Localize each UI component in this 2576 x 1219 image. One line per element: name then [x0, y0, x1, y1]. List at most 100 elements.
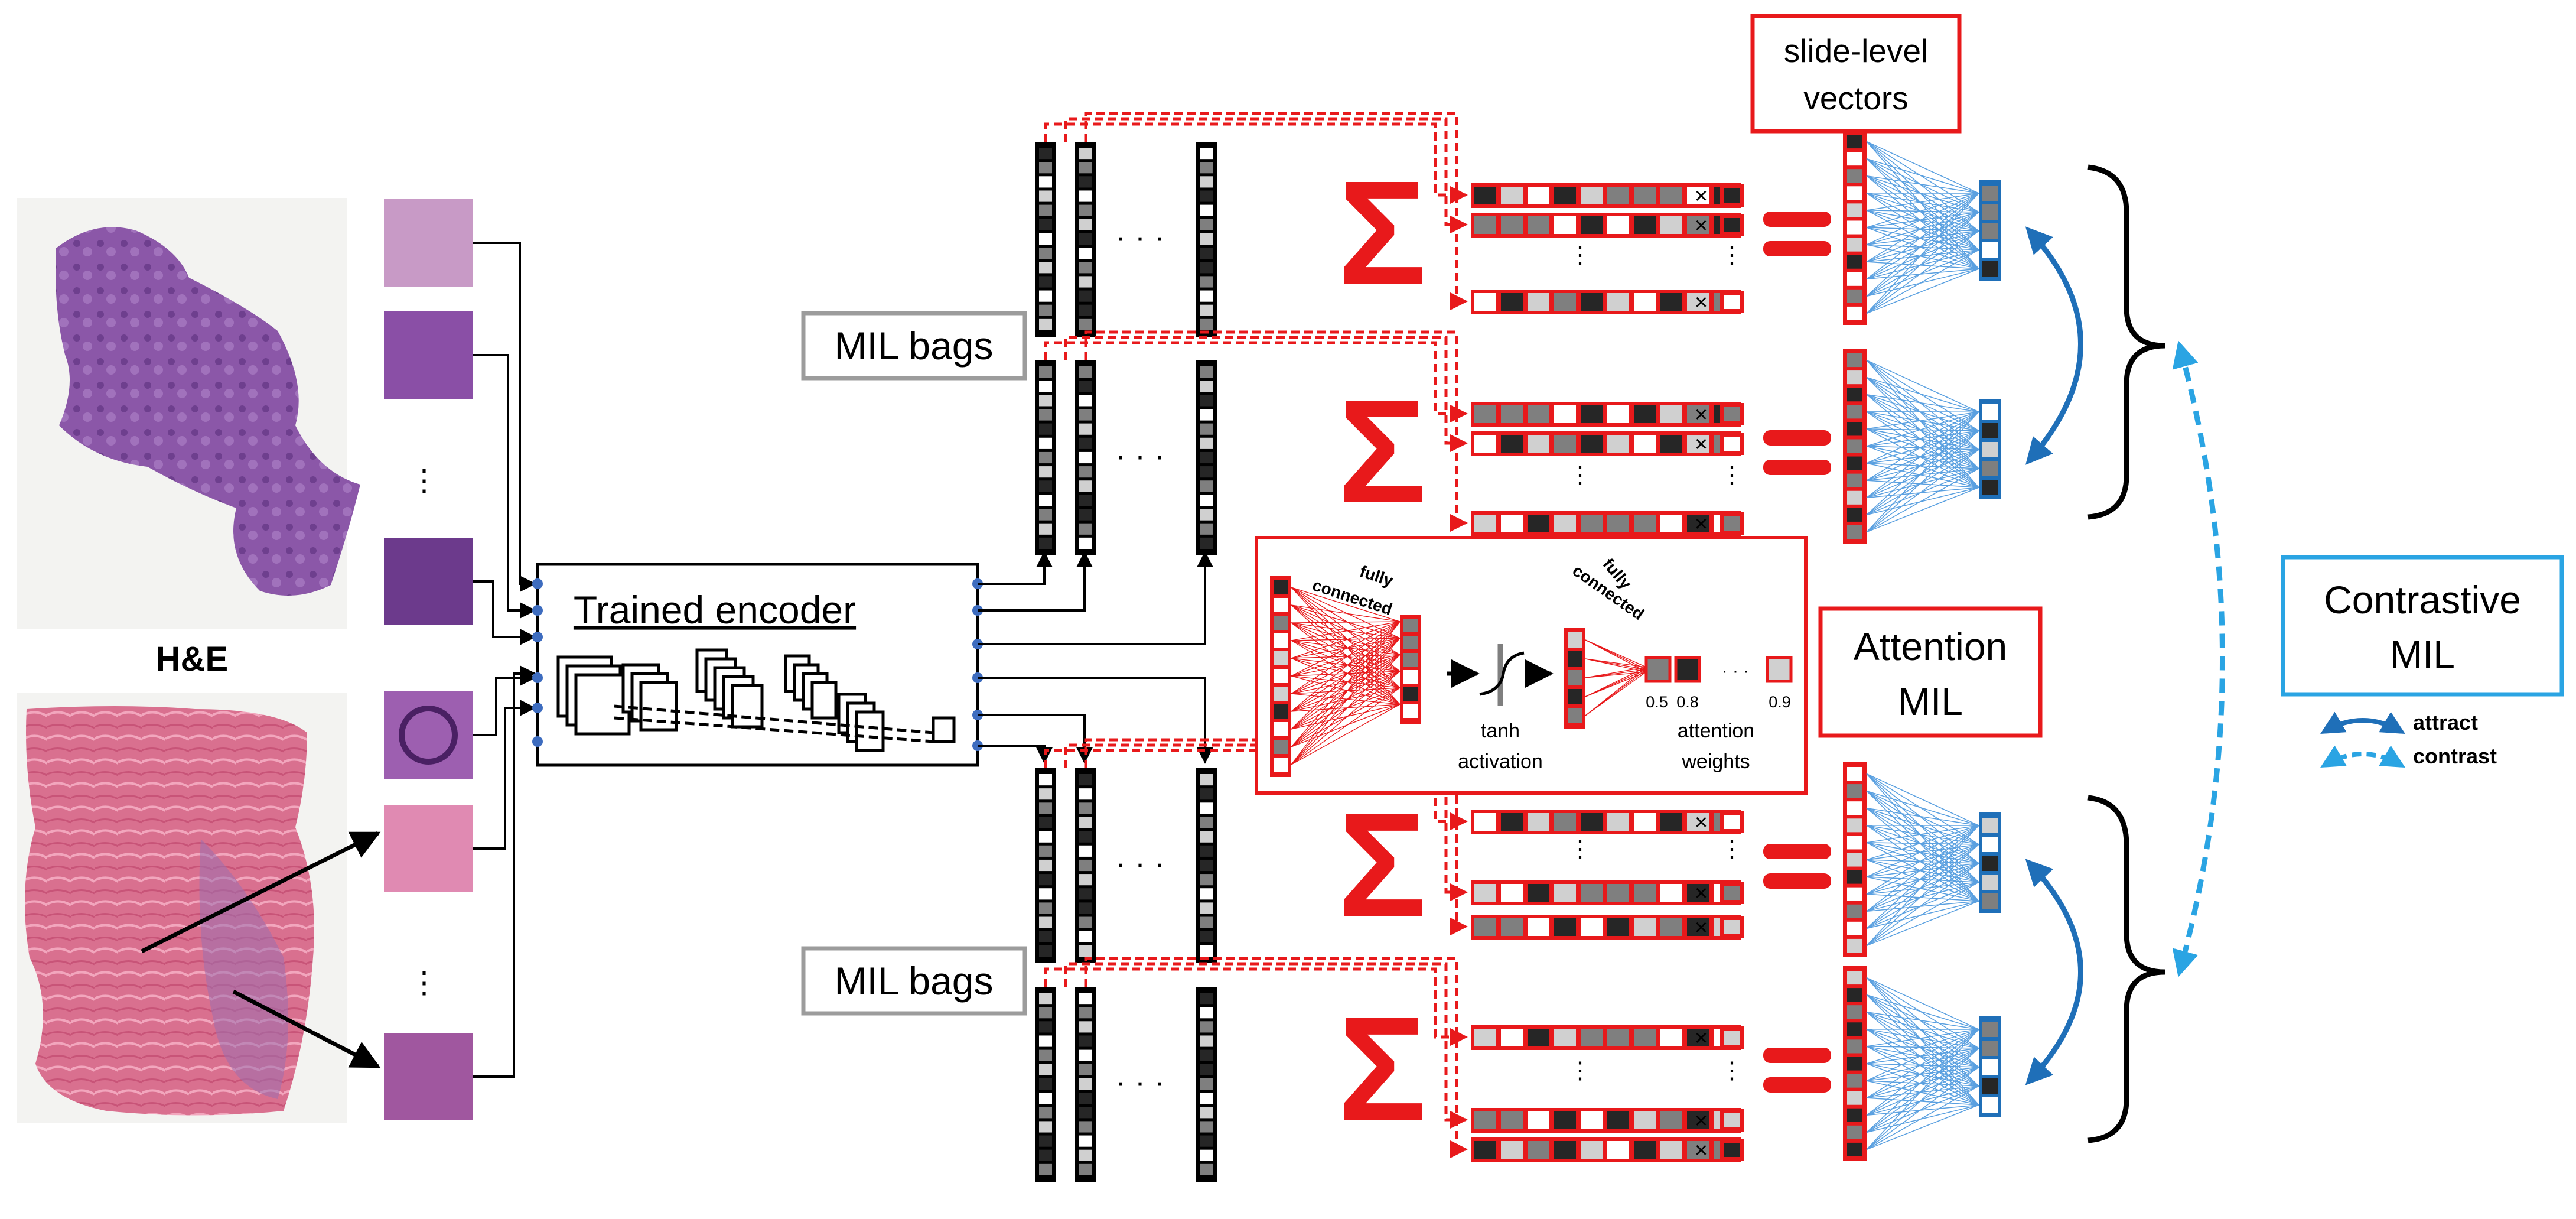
weighted-feature-row: ×: [1471, 1137, 1744, 1163]
feature-vector-column: [1196, 360, 1217, 555]
group-brace-bottom: [2087, 795, 2165, 1143]
sigma-icon: Σ: [1338, 986, 1427, 1151]
attention-mil-text-2: MIL: [1898, 680, 1963, 723]
legend: attract contrast: [2320, 710, 2497, 768]
encoder-label: Trained encoder: [574, 588, 856, 632]
row-ellipsis: ⋮: [1568, 1058, 1592, 1084]
mil-bag-columns: · · ·· · ·· · ·· · ·: [1035, 142, 1217, 1182]
he-slide-image-1: [17, 198, 360, 629]
multiply-sign: ×: [1695, 184, 1708, 209]
weighted-feature-row: ×: [1471, 915, 1744, 940]
he-label: H&E: [156, 640, 228, 678]
attention-mil-label: Attention MIL: [1818, 606, 2043, 738]
w-value-3: 0.9: [1769, 693, 1791, 711]
sigma-icon: Σ: [1338, 369, 1427, 534]
attn-weight-2: [1674, 656, 1701, 683]
inset-hidden-vector-2: [1564, 628, 1585, 729]
projection-head-network: [1866, 141, 1979, 314]
he-slide-image-2: [17, 693, 347, 1123]
multiply-sign: ×: [1695, 402, 1708, 427]
tile: [384, 1033, 473, 1120]
feature-vector-column: [1035, 987, 1056, 1182]
attn-label-1: attention: [1678, 720, 1754, 742]
sigma-icon: Σ: [1338, 150, 1427, 315]
tiles-ellipsis-2: ⋮: [409, 966, 439, 999]
multiply-sign: ×: [1695, 213, 1708, 238]
row-ellipsis: ⋮: [1568, 836, 1592, 862]
multiply-sign: ×: [1695, 881, 1708, 906]
feature-vector-column: [1075, 987, 1096, 1182]
multiply-sign: ×: [1695, 810, 1708, 835]
tiles-ellipsis-1: ⋮: [409, 464, 439, 497]
tile: [384, 311, 473, 399]
mil-bags-label-top: MIL bags: [801, 311, 1027, 381]
attn-weight-3: [1766, 656, 1793, 683]
row-ellipsis: ⋮: [1720, 242, 1744, 268]
tanh-activation-icon: [1447, 644, 1554, 706]
projected-vector: [1979, 1016, 2001, 1117]
weighted-feature-row: ×: [1471, 183, 1744, 209]
contrast-arrow-icon: [2320, 745, 2405, 768]
slide-level-vectors-label: slide-level vectors: [1750, 14, 1962, 134]
tile: [384, 805, 473, 892]
attention-mil-text-1: Attention: [1854, 625, 2008, 668]
feature-vector-column: [1035, 360, 1056, 555]
weighted-feature-row: ×: [1471, 880, 1744, 906]
feature-vector-column: [1075, 360, 1096, 555]
weighted-feature-row: ×: [1471, 1025, 1744, 1051]
multiply-sign: ×: [1695, 1109, 1708, 1133]
multiply-sign: ×: [1695, 1026, 1708, 1051]
multiply-sign: ×: [1695, 432, 1708, 457]
attn-label-2: weights: [1681, 750, 1750, 773]
attract-arc-bottom: [2025, 859, 2083, 1085]
attract-arrow-icon: [2320, 711, 2405, 734]
weighted-feature-row: ×: [1471, 511, 1744, 537]
projected-vector: [1979, 812, 2001, 913]
feature-vector-column: [1075, 768, 1096, 963]
bag-ellipsis: · · ·: [1115, 846, 1165, 881]
equals-sign: [1763, 873, 1831, 889]
row-ellipsis: ⋮: [1720, 463, 1744, 489]
tile: [384, 691, 473, 779]
multiply-sign: ×: [1695, 1138, 1708, 1163]
mil-bags-text-top: MIL bags: [834, 324, 993, 368]
encoder-bag-connectors: [978, 551, 1213, 764]
w-value-2: 0.8: [1676, 693, 1699, 711]
contrast-arc: [2172, 340, 2225, 977]
bag-ellipsis: · · ·: [1115, 219, 1165, 255]
weighted-feature-row: ×: [1471, 431, 1744, 457]
slide-level-vector: [1843, 966, 1867, 1161]
slide-level-vector: [1843, 130, 1867, 325]
inset-input-vector: [1270, 576, 1291, 777]
mil-bags-text-bottom: MIL bags: [834, 959, 993, 1003]
bag-ellipsis: · · ·: [1115, 1064, 1165, 1100]
group-brace-top: [2087, 164, 2165, 520]
weighted-feature-row: ×: [1471, 290, 1744, 315]
projection-head-network: [1866, 359, 1979, 533]
equals-sign: [1763, 212, 1831, 227]
projection-head-network: [1866, 773, 1979, 947]
legend-contrast: contrast: [2413, 744, 2497, 768]
equals-sign: [1763, 460, 1831, 475]
projected-vector: [1979, 399, 2001, 499]
row-ellipsis: ⋮: [1568, 242, 1592, 268]
attn-weight-1: [1644, 656, 1672, 683]
attention-mil-inset: fully connected fully connected tanh act…: [1255, 536, 1808, 795]
trained-encoder-box: Trained encoder: [532, 563, 983, 767]
equals-sign: [1763, 241, 1831, 256]
attention-section: Σ × × × ⋮ ⋮: [1044, 112, 2001, 325]
feature-vector-column: [1196, 768, 1217, 963]
multiply-sign: ×: [1695, 915, 1708, 940]
encoder-conv-stack-icon: [556, 648, 956, 752]
multiply-sign: ×: [1695, 512, 1708, 537]
row-ellipsis: ⋮: [1720, 1058, 1744, 1084]
slide-level-text-1: slide-level: [1784, 32, 1929, 69]
equals-sign: [1763, 1048, 1831, 1063]
attention-section: Σ × × × ⋮ ⋮: [1044, 957, 2001, 1163]
feature-vector-column: [1075, 142, 1096, 337]
weighted-feature-row: ×: [1471, 810, 1744, 835]
attention-section: Σ×××⋮⋮: [1044, 330, 2001, 544]
contrastive-mil-label: Contrastive MIL: [2281, 555, 2564, 697]
sigma-icon: Σ: [1338, 782, 1427, 947]
